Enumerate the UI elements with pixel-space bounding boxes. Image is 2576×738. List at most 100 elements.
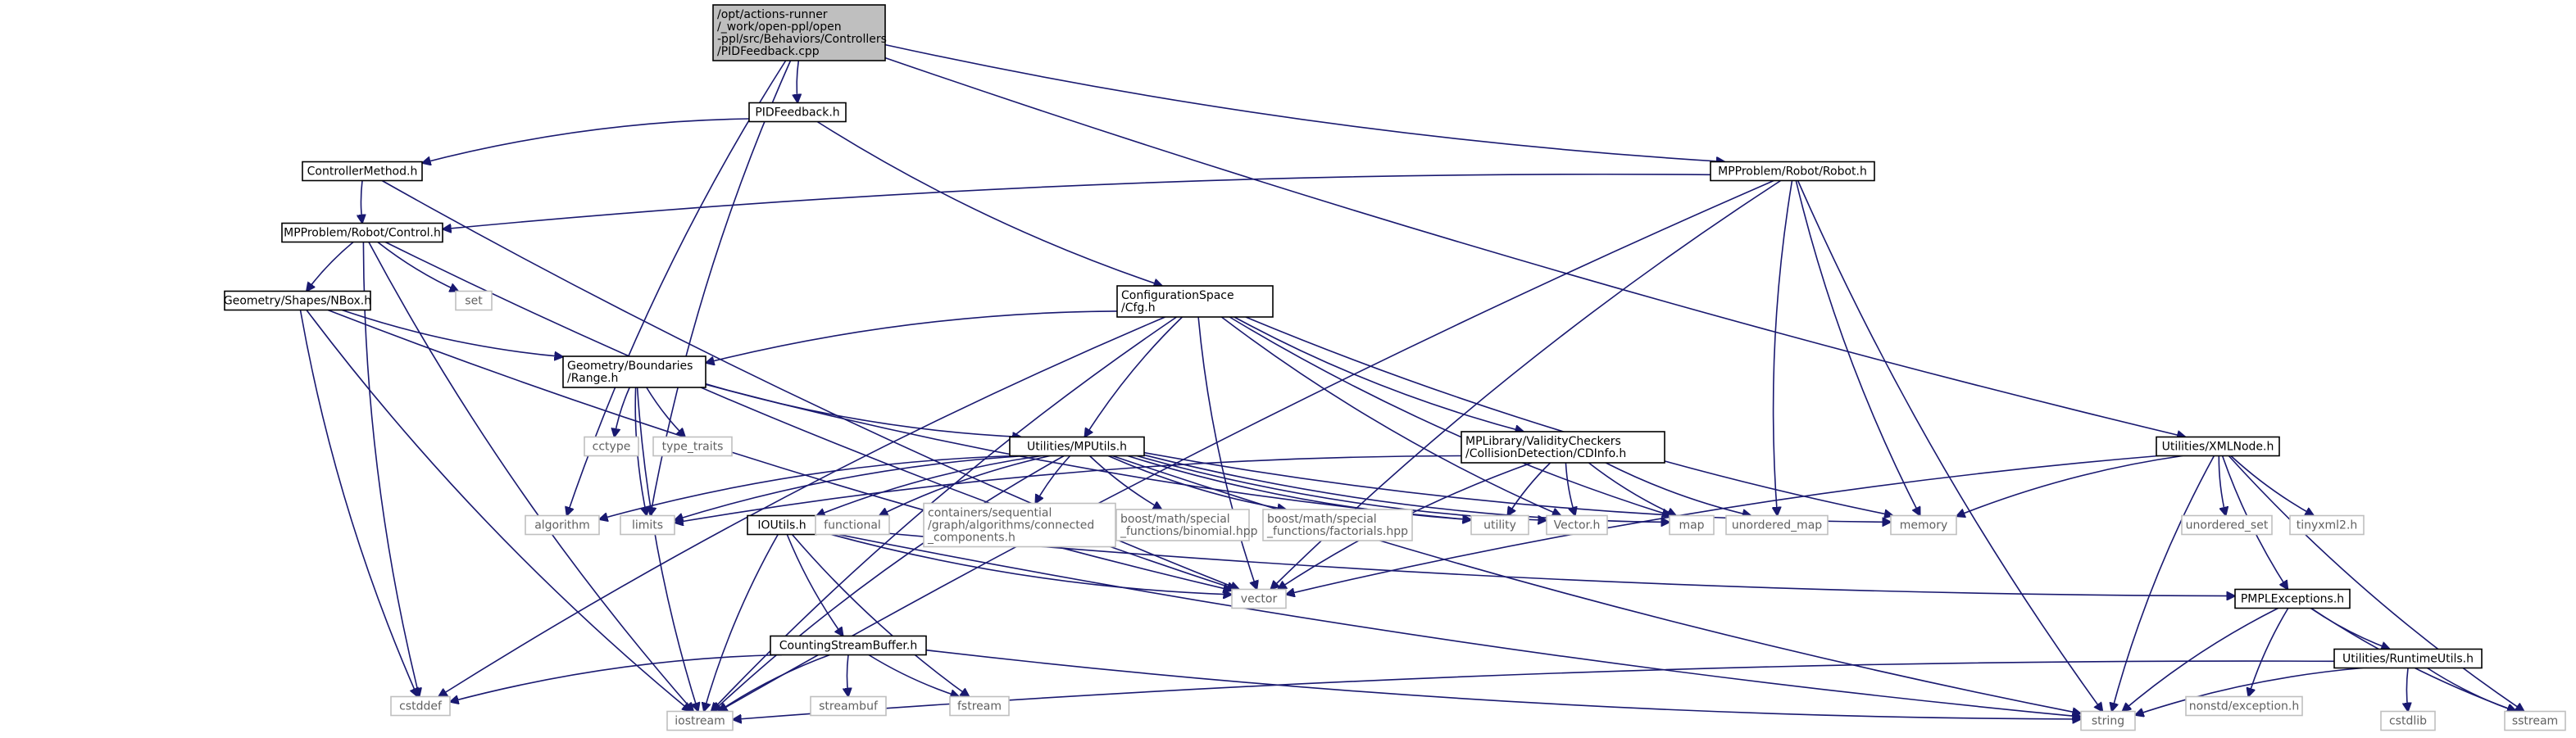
edge-runtimeutils_h-to-cstdlib (2406, 668, 2408, 712)
edge-arrow (1565, 462, 1575, 516)
node-box (455, 290, 493, 311)
edge-xmlnode_h-to-vector (1286, 455, 2159, 595)
node-box (2185, 695, 2303, 717)
node-label: CountingStreamBuffer.h (779, 640, 917, 653)
node-unordered-map: unordered_map (1725, 514, 1829, 536)
node-limits: limits (620, 514, 675, 536)
edge-arrow (1245, 316, 1893, 516)
edge-arrow (706, 310, 1118, 363)
node-label: unordered_map (1732, 519, 1822, 532)
node-box (712, 4, 886, 61)
node-runtimeutils-h[interactable]: Utilities/RuntimeUtils.h (2333, 648, 2483, 669)
node-connected-components: containers/sequential/graph/algorithms/c… (923, 502, 1116, 548)
edge-xmlnode_h-to-tinyxml2 (2230, 455, 2314, 516)
node-box (2234, 588, 2351, 609)
node-box (562, 355, 706, 388)
edge-range_h-to-mputils_h (705, 383, 1021, 437)
node-control-h[interactable]: MPProblem/Robot/Control.h (281, 222, 443, 243)
edge-arrow (675, 455, 1462, 523)
edge-arrow (816, 120, 1162, 287)
node-box (2504, 710, 2566, 731)
edge-robot_h-to-control_h (443, 173, 1711, 229)
node-nonstd-exception: nonstd/exception.h (2185, 695, 2303, 717)
node-mputils-h[interactable]: Utilities/MPUtils.h (1009, 436, 1145, 457)
edge-arrow (599, 455, 1015, 520)
edge-arrow (2310, 607, 2390, 650)
node-label: tinyxml2.h (2297, 519, 2358, 532)
edge-arrow (847, 654, 848, 697)
edge-arrow (422, 118, 750, 163)
edge-arrow (362, 242, 419, 697)
edge-countingstreambuffer_h-to-fstream (868, 654, 959, 697)
node-label: /Cfg.h (1121, 301, 1156, 315)
node-label: boost/math/special (1120, 513, 1230, 526)
edge-arrow (713, 455, 1065, 712)
node-controllermethod-h[interactable]: ControllerMethod.h (302, 161, 423, 182)
node-box (1461, 431, 1665, 464)
node-label: cstddef (399, 700, 443, 713)
node-root[interactable]: /opt/actions-runner/_work/open-ppl/open-… (712, 4, 887, 61)
edge-arrow (1605, 462, 1751, 516)
edge-arrow (327, 309, 1232, 591)
edge-arrow (636, 387, 698, 712)
node-label: PMPLExceptions.h (2241, 593, 2344, 606)
node-label: set (465, 295, 483, 308)
node-range-h[interactable]: Geometry/Boundaries/Range.h (562, 355, 706, 388)
edge-arrow (2248, 608, 2289, 697)
node-box (390, 695, 451, 717)
node-box (2380, 710, 2436, 731)
node-cfg-h[interactable]: ConfigurationSpace/Cfg.h (1116, 285, 1274, 318)
node-string: string (2080, 710, 2136, 731)
node-label: utility (1483, 519, 1516, 532)
edge-nbox_h-to-range_h (342, 309, 563, 357)
edge-mputils_h-to-utility (1127, 455, 1471, 520)
node-nbox-h[interactable]: Geometry/Shapes/NBox.h (224, 290, 371, 311)
node-robot-h[interactable]: MPProblem/Robot/Robot.h (1710, 161, 1875, 182)
edge-cfg_h-to-cstddef (438, 316, 1166, 697)
node-factorials: boost/math/special_functions/factorials.… (1262, 509, 1413, 541)
node-unordered-set: unordered_set (2181, 514, 2273, 536)
node-box (815, 514, 890, 536)
node-label: boost/math/special (1267, 513, 1377, 526)
edge-control_h-to-iostream (368, 242, 693, 712)
node-cdinfo-h[interactable]: MPLibrary/ValidityCheckers/CollisionDete… (1461, 431, 1665, 464)
edge-controllermethod_h-to-control_h (361, 180, 362, 224)
edge-ioutils_h-to-vector (816, 529, 1232, 595)
node-countingstreambuffer-h[interactable]: CountingStreamBuffer.h (770, 635, 927, 656)
node-box (2080, 710, 2136, 731)
edge-xmlnode_h-to-sstream (2228, 455, 2524, 712)
node-label: MPLibrary/ValidityCheckers (1465, 435, 1621, 448)
edge-arrow (2228, 455, 2524, 712)
edge-cdinfo_h-to-limits (675, 455, 1462, 523)
edge-arrow (1233, 316, 1524, 432)
node-box (620, 514, 675, 536)
node-label: unordered_set (2186, 519, 2269, 532)
node-fstream: fstream (949, 695, 1010, 717)
node-utility: utility (1470, 514, 1529, 536)
node-label: Geometry/Boundaries (567, 360, 693, 373)
edge-arrow (1088, 455, 1162, 510)
edge-control_h-to-cstddef (362, 242, 419, 697)
node-label: Utilities/RuntimeUtils.h (2342, 653, 2474, 666)
node-label: /graph/algorithms/connected (928, 519, 1094, 532)
node-functional: functional (815, 514, 890, 536)
node-box (1231, 588, 1287, 609)
node-vector: vector (1231, 588, 1287, 609)
node-label: fstream (957, 700, 1002, 713)
node-pidfeedback-h[interactable]: PIDFeedback.h (748, 102, 847, 123)
node-pmplexceptions-h[interactable]: PMPLExceptions.h (2234, 588, 2351, 609)
node-box (1115, 509, 1250, 541)
edge-arrow (2122, 607, 2278, 712)
node-label: /Range.h (567, 372, 618, 385)
node-cstdlib: cstdlib (2380, 710, 2436, 731)
edge-mputils_h-to-ioutils_h (816, 455, 1043, 516)
node-ioutils-h[interactable]: IOUtils.h (747, 514, 817, 536)
node-label: vector (1241, 593, 1278, 606)
node-xmlnode-h[interactable]: Utilities/XMLNode.h (2156, 436, 2280, 457)
edge-arrow (2427, 667, 2516, 712)
edge-arrow (816, 529, 2081, 717)
node-box (1262, 509, 1413, 541)
node-box (949, 695, 1010, 717)
edge-mputils_h-to-algorithm (599, 455, 1015, 520)
node-box (1546, 514, 1608, 536)
